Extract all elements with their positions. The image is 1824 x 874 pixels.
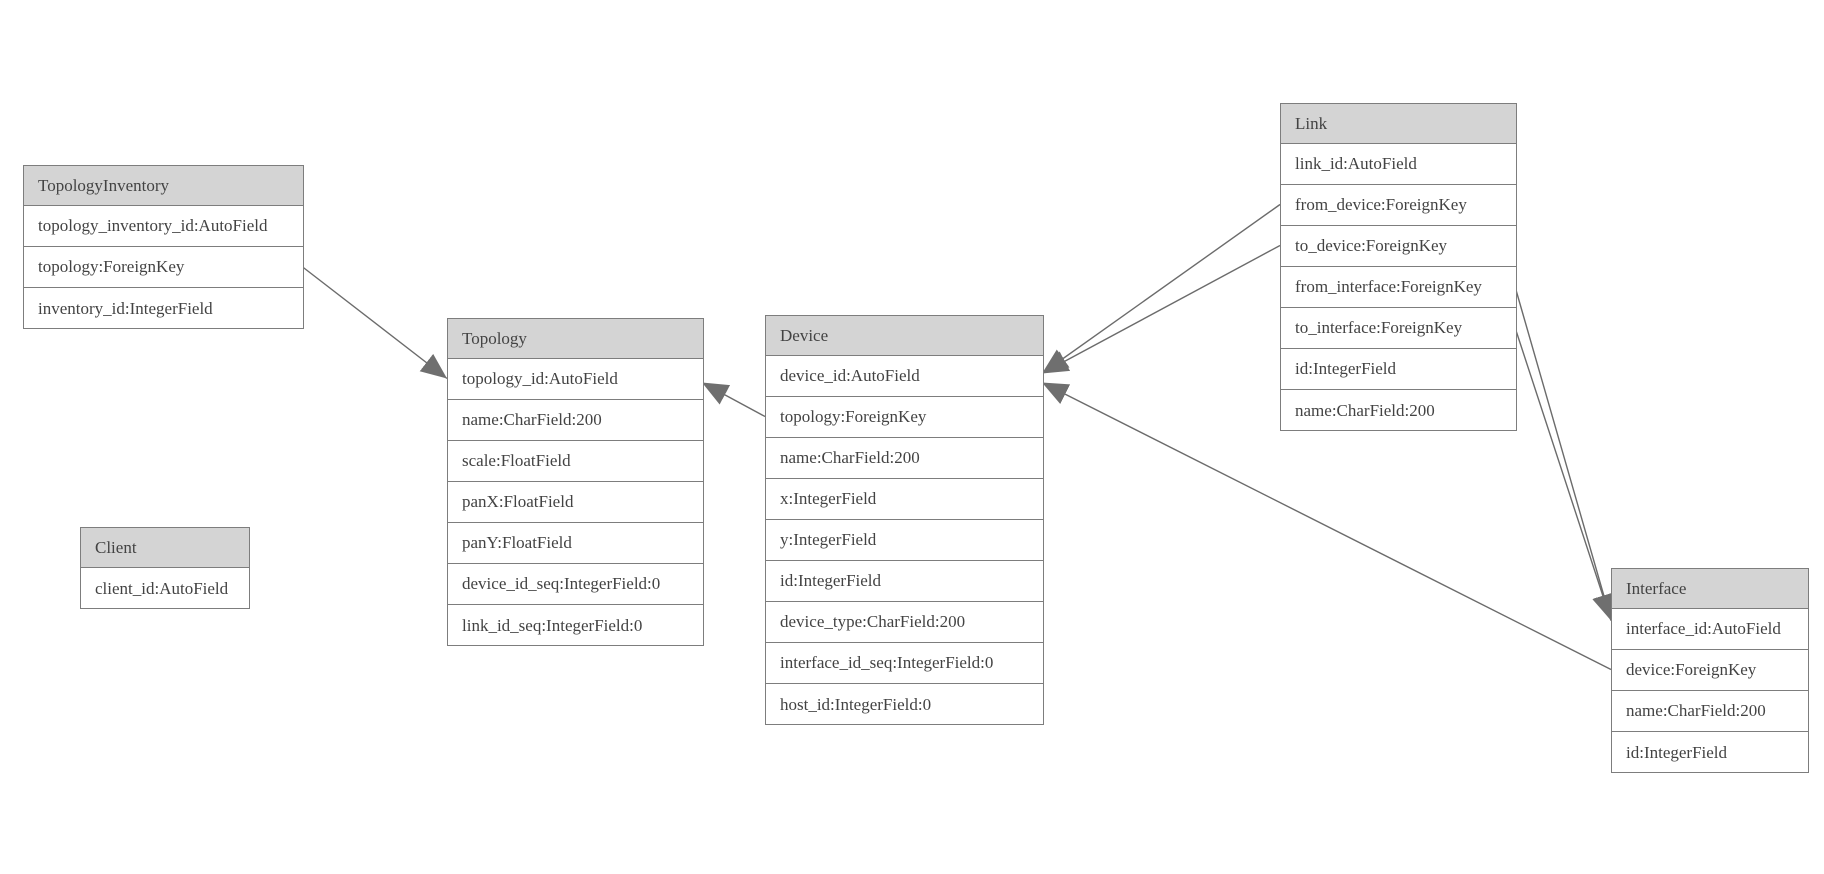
entity-field-device-id: device_id:AutoField [766,356,1043,397]
entity-field-panX: panX:FloatField [448,482,703,523]
entity-field-interface-id-seq: interface_id_seq:IntegerField:0 [766,643,1043,684]
entity-field-host-id: host_id:IntegerField:0 [780,695,932,714]
entity-field-to-device: to_device:ForeignKey [1281,226,1516,267]
entity-field-list: client_id:AutoField [81,568,249,609]
entity-field-link-id: link_id:AutoField [1281,144,1516,185]
entity-field-name: name:CharField:200 [1612,691,1808,732]
entity-title: Topology [448,319,703,359]
entity-field-list: topology_id:AutoField name:CharField:200… [448,359,703,646]
entity-field-scale: scale:FloatField [448,441,703,482]
entity-field-id: id:IntegerField [1281,349,1516,390]
entity-field-name: name:CharField:200 [766,438,1043,479]
entity-table-client[interactable]: Client client_id:AutoField [80,527,250,609]
entity-title: Interface [1612,569,1808,609]
entity-table-link[interactable]: Link link_id:AutoField from_device:Forei… [1280,103,1517,431]
entity-field-device-type: device_type:CharField:200 [766,602,1043,643]
relationship-device-topology-to-topology [701,381,766,418]
entity-title: Link [1281,104,1516,144]
entity-field-interface-id: interface_id:AutoField [1612,609,1808,650]
relationship-topologyinventory-topology-to-topology [301,265,448,380]
entity-field-id: id:IntegerField [766,561,1043,602]
entity-table-interface[interactable]: Interface interface_id:AutoField device:… [1611,568,1809,773]
entity-field-topology: topology:ForeignKey [24,247,303,288]
relationship-link-to-device-to-device [1041,244,1281,375]
entity-field-topology: topology:ForeignKey [766,397,1043,438]
entity-field-list: topology_inventory_id:AutoField topology… [24,206,303,329]
entity-field-list: device_id:AutoField topology:ForeignKey … [766,356,1043,725]
entity-field-name: name:CharField:200 [448,400,703,441]
entity-field-id: id:IntegerField [1626,743,1728,762]
entity-title: Device [766,316,1043,356]
entity-field-list: interface_id:AutoField device:ForeignKey… [1612,609,1808,773]
entity-field-name: name:CharField:200 [1295,401,1435,420]
entity-field-y: y:IntegerField [766,520,1043,561]
entity-field-client-id: client_id:AutoField [95,579,229,598]
entity-field-from-device: from_device:ForeignKey [1281,185,1516,226]
entity-title: TopologyInventory [24,166,303,206]
entity-field-list: link_id:AutoField from_device:ForeignKey… [1281,144,1516,431]
entity-field-topology-id: topology_id:AutoField [448,359,703,400]
entity-field-link-id-seq: link_id_seq:IntegerField:0 [462,616,643,635]
relationship-link-to-interface-to-interface [1514,327,1614,621]
entity-title: Client [81,528,249,568]
entity-field-to-interface: to_interface:ForeignKey [1281,308,1516,349]
entity-field-from-interface: from_interface:ForeignKey [1281,267,1516,308]
entity-field-device-id-seq: device_id_seq:IntegerField:0 [448,564,703,605]
entity-table-topologyinventory[interactable]: TopologyInventory topology_inventory_id:… [23,165,304,329]
entity-field-x: x:IntegerField [766,479,1043,520]
relationship-link-from-interface-to-interface [1514,286,1615,621]
entity-field-inventory-id: inventory_id:IntegerField [38,299,213,318]
entity-field-topology-inventory-id: topology_inventory_id:AutoField [24,206,303,247]
relationship-interface-device-to-device [1041,381,1612,671]
entity-table-topology[interactable]: Topology topology_id:AutoField name:Char… [447,318,704,646]
entity-field-device: device:ForeignKey [1612,650,1808,691]
entity-table-device[interactable]: Device device_id:AutoField topology:Fore… [765,315,1044,725]
relationship-link-from-device-to-device [1041,203,1281,375]
entity-field-panY: panY:FloatField [448,523,703,564]
